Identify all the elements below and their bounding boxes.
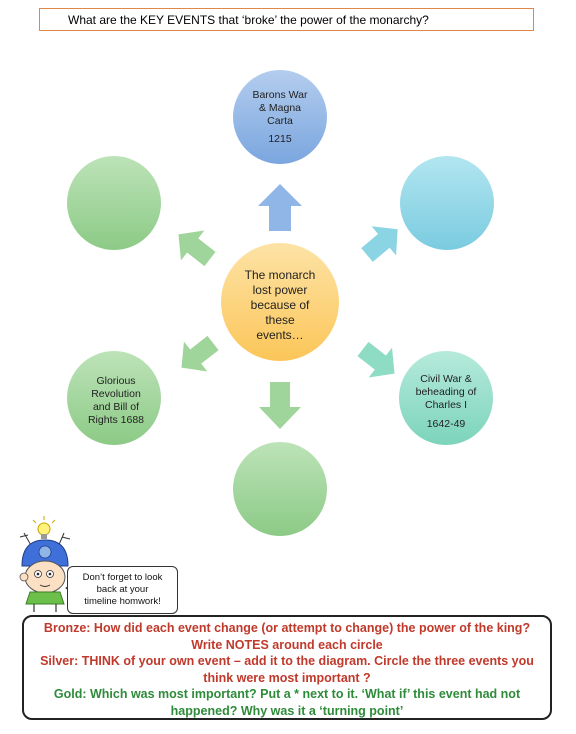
node-top-line-1: Barons War <box>252 89 308 101</box>
node-top-line-3: Carta <box>267 115 293 127</box>
node-lower-left-line-4: Rights 1688 <box>87 414 145 426</box>
center-label: The monarch lost power because of these … <box>225 268 335 343</box>
bubble-line-3: timeline homwork! <box>84 596 161 607</box>
arrow-lower-left <box>181 335 219 372</box>
bubble-line-2: back at your <box>96 584 149 595</box>
center-line-2: lost power <box>252 283 308 297</box>
node-top-date: 1215 <box>268 133 292 145</box>
arrow-lower-right <box>357 341 395 378</box>
silver-task-line-2: think were most important ? <box>203 670 371 685</box>
arrow-up <box>258 184 302 231</box>
node-bottom-circle <box>233 442 327 536</box>
page-title: What are the KEY EVENTS that ‘broke’ the… <box>68 12 429 27</box>
node-top-label: Barons War & Magna Carta 1215 <box>240 89 320 146</box>
center-circle <box>221 243 339 361</box>
node-upper-left-circle <box>67 156 161 250</box>
node-lower-left-line-1: Glorious <box>96 375 136 387</box>
arrow-upper-left <box>178 230 216 267</box>
node-lower-left-line-3: and Bill of <box>92 401 140 413</box>
node-lower-left-circle <box>67 351 161 445</box>
node-lower-left-label: Glorious Revolution and Bill of Rights 1… <box>74 375 158 427</box>
gold-task-line-2: happened? Why was it a ‘turning point’ <box>170 703 404 718</box>
arrow-down <box>259 382 301 429</box>
center-line-5: events… <box>256 328 304 342</box>
node-lower-right-label: Civil War & beheading of Charles I 1642-… <box>404 373 488 431</box>
silver-task-line-1: Silver: THINK of your own event – add it… <box>40 654 534 669</box>
gold-task-line-1: Gold: Which was most important? Put a * … <box>53 687 521 702</box>
node-lower-right-line-2: beheading of <box>415 386 477 398</box>
center-line-1: The monarch <box>244 268 316 282</box>
center-line-3: because of <box>250 298 310 312</box>
node-upper-right-circle <box>400 156 494 250</box>
bubble-line-1: Don’t forget to look <box>82 572 163 583</box>
reminder-speech-bubble: Don’t forget to look back at your timeli… <box>67 566 178 614</box>
arrow-upper-right <box>361 226 398 262</box>
bronze-task-line-1: Bronze: How did each event change (or at… <box>43 621 531 635</box>
node-lower-right-line-1: Civil War & <box>420 373 472 385</box>
node-lower-left-line-2: Revolution <box>91 388 141 400</box>
bronze-task-line-2: Write NOTES around each circle <box>191 637 383 652</box>
title-box: What are the KEY EVENTS that ‘broke’ the… <box>39 8 534 31</box>
node-top-circle <box>233 70 327 164</box>
node-lower-right-circle <box>399 351 493 445</box>
node-lower-right-date: 1642-49 <box>426 418 466 430</box>
task-instructions-box: Bronze: How did each event change (or at… <box>22 615 552 720</box>
node-top-line-2: & Magna <box>258 102 302 114</box>
node-lower-right-line-3: Charles I <box>424 399 467 411</box>
center-line-4: these <box>265 313 295 327</box>
